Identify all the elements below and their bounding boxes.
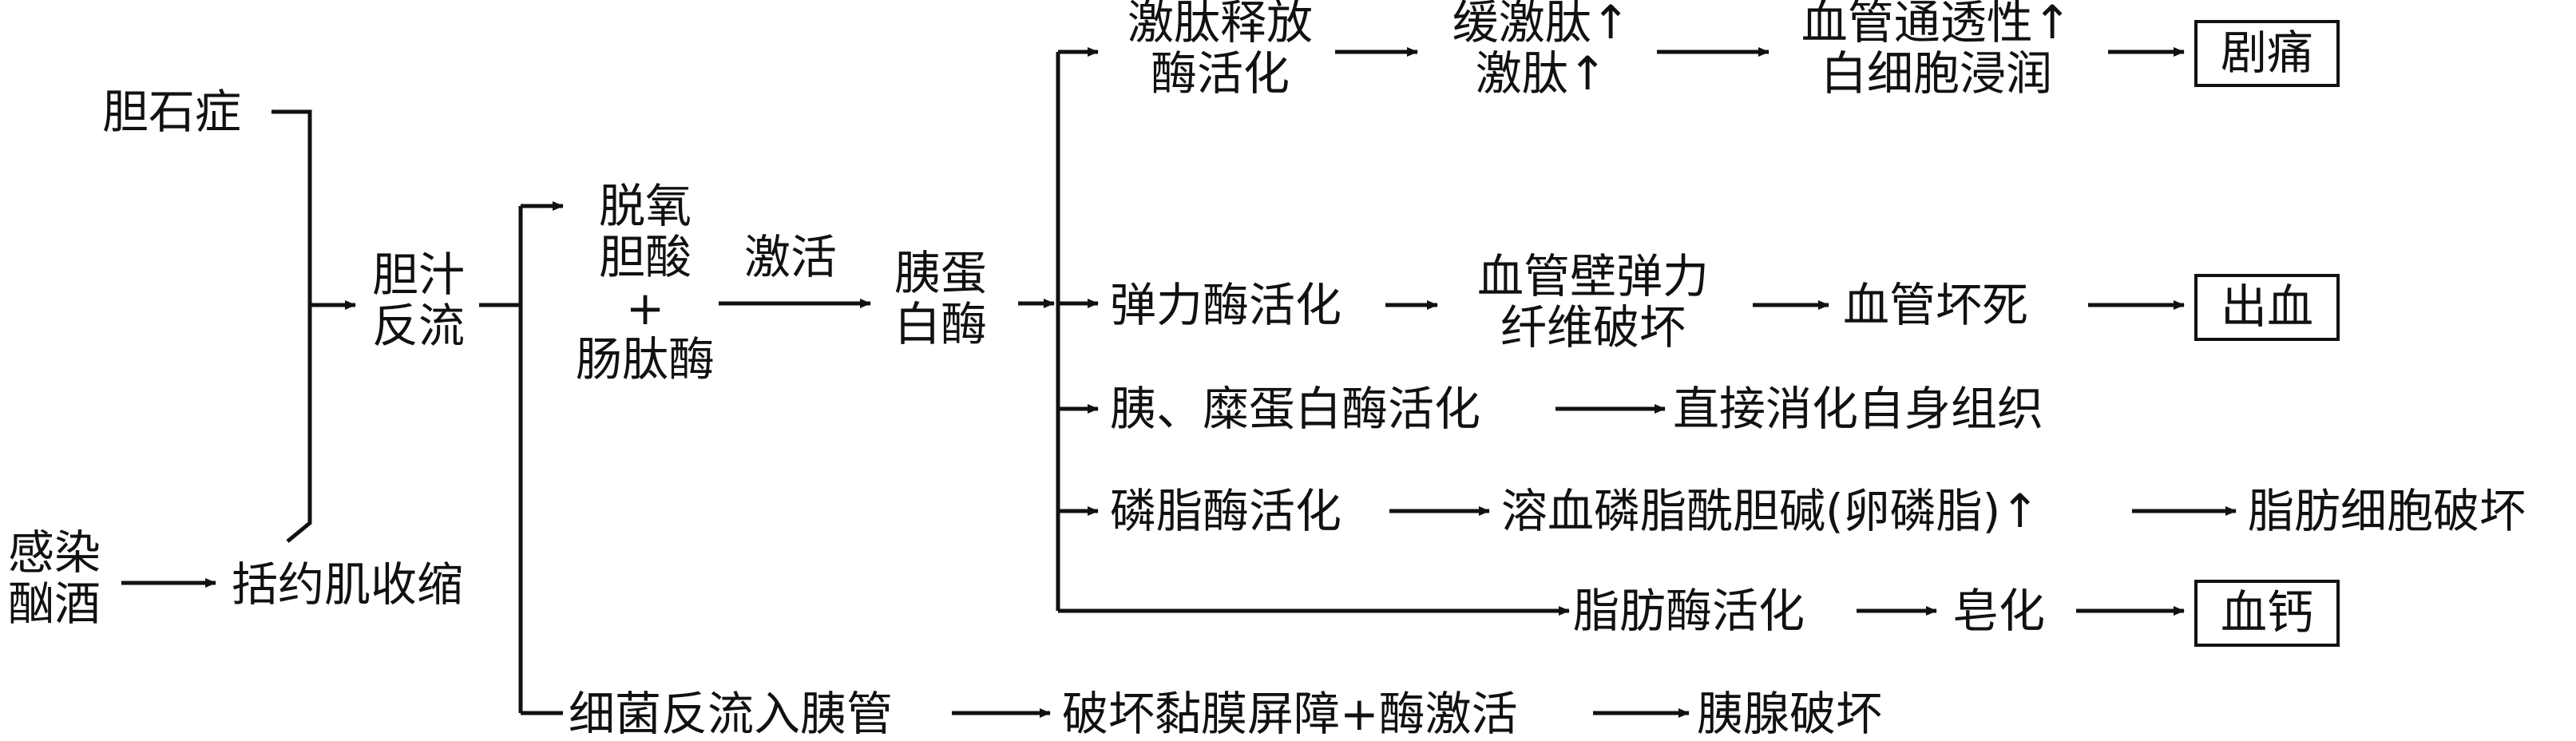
node-infection: 感染: [7, 525, 101, 580]
node-kinin-release: 激肽释放 酶活化: [1127, 0, 1313, 99]
node-fat-cell: 脂肪细胞破坏: [2248, 484, 2526, 538]
node-permeability-line2: 白细胞浸润: [1820, 46, 2053, 101]
node-plus: +: [625, 281, 665, 335]
connector-gallstone: [271, 109, 312, 543]
node-deoxycholic: 脱氧 胆酸 + 肠肽酶: [576, 180, 715, 385]
node-vessel-wall-line1: 血管壁弹力: [1476, 249, 1710, 303]
node-sphincter: 括约肌收缩: [232, 557, 464, 612]
node-enterokinase: 肠肽酶: [575, 332, 715, 386]
node-alcohol: 酗酒: [7, 577, 101, 631]
node-permeability-line1: 血管通透性↑: [1801, 0, 2072, 50]
node-chymotrypsin: 胰、糜蛋白酶活化: [1110, 382, 1481, 436]
node-bile-reflux-line1: 胆汁: [371, 248, 466, 302]
outcome-bleeding: 出血: [2194, 274, 2340, 341]
node-deoxycholic-line2: 胆酸: [598, 230, 692, 284]
label-activate: 激活: [744, 230, 838, 284]
node-elastase: 弹力酶活化: [1110, 278, 1342, 332]
node-gallstone: 胆石症: [102, 85, 242, 139]
node-bradykinin-line2: 激肽↑: [1475, 46, 1607, 101]
node-mucosa: 破坏黏膜屏障+酶激活: [1062, 687, 1518, 741]
node-kinin-release-line1: 激肽释放: [1127, 0, 1314, 50]
node-bile-reflux: 胆汁 反流: [372, 249, 465, 351]
node-vessel-wall-line2: 纤维破坏: [1500, 300, 1686, 355]
node-trypsin-line1: 胰蛋: [894, 246, 988, 300]
node-bile-reflux-line2: 反流: [371, 299, 466, 353]
node-lipase: 脂肪酶活化: [1573, 584, 1805, 638]
node-lysolecithin: 溶血磷脂酰胆碱(卵磷脂)↑: [1501, 484, 2039, 538]
node-saponify: 皂化: [1952, 584, 2046, 638]
outcome-pain: 剧痛: [2194, 20, 2340, 87]
node-vessel-wall: 血管壁弹力 纤维破坏: [1477, 251, 1709, 353]
node-infection-alcohol: 感染 酗酒: [8, 527, 101, 629]
node-pancreas-damage: 胰腺破坏: [1697, 687, 1883, 741]
node-kinin-release-line2: 酶活化: [1150, 46, 1290, 101]
outcome-calcium: 血钙: [2194, 580, 2340, 647]
node-self-digest: 直接消化自身组织: [1673, 382, 2044, 436]
node-necrosis: 血管坏死: [1843, 278, 2029, 332]
node-deoxycholic-line1: 脱氧: [598, 179, 692, 233]
node-bradykinin-line1: 缓激肽↑: [1452, 0, 1631, 50]
node-permeability: 血管通透性↑ 白细胞浸润: [1801, 0, 2072, 99]
node-bradykinin: 缓激肽↑ 激肽↑: [1452, 0, 1631, 99]
node-bacteria: 细菌反流入胰管: [569, 687, 894, 741]
node-trypsin: 胰蛋 白酶: [894, 248, 987, 350]
node-phospholipase: 磷脂酶活化: [1110, 484, 1342, 538]
node-trypsin-line2: 白酶: [894, 297, 988, 351]
